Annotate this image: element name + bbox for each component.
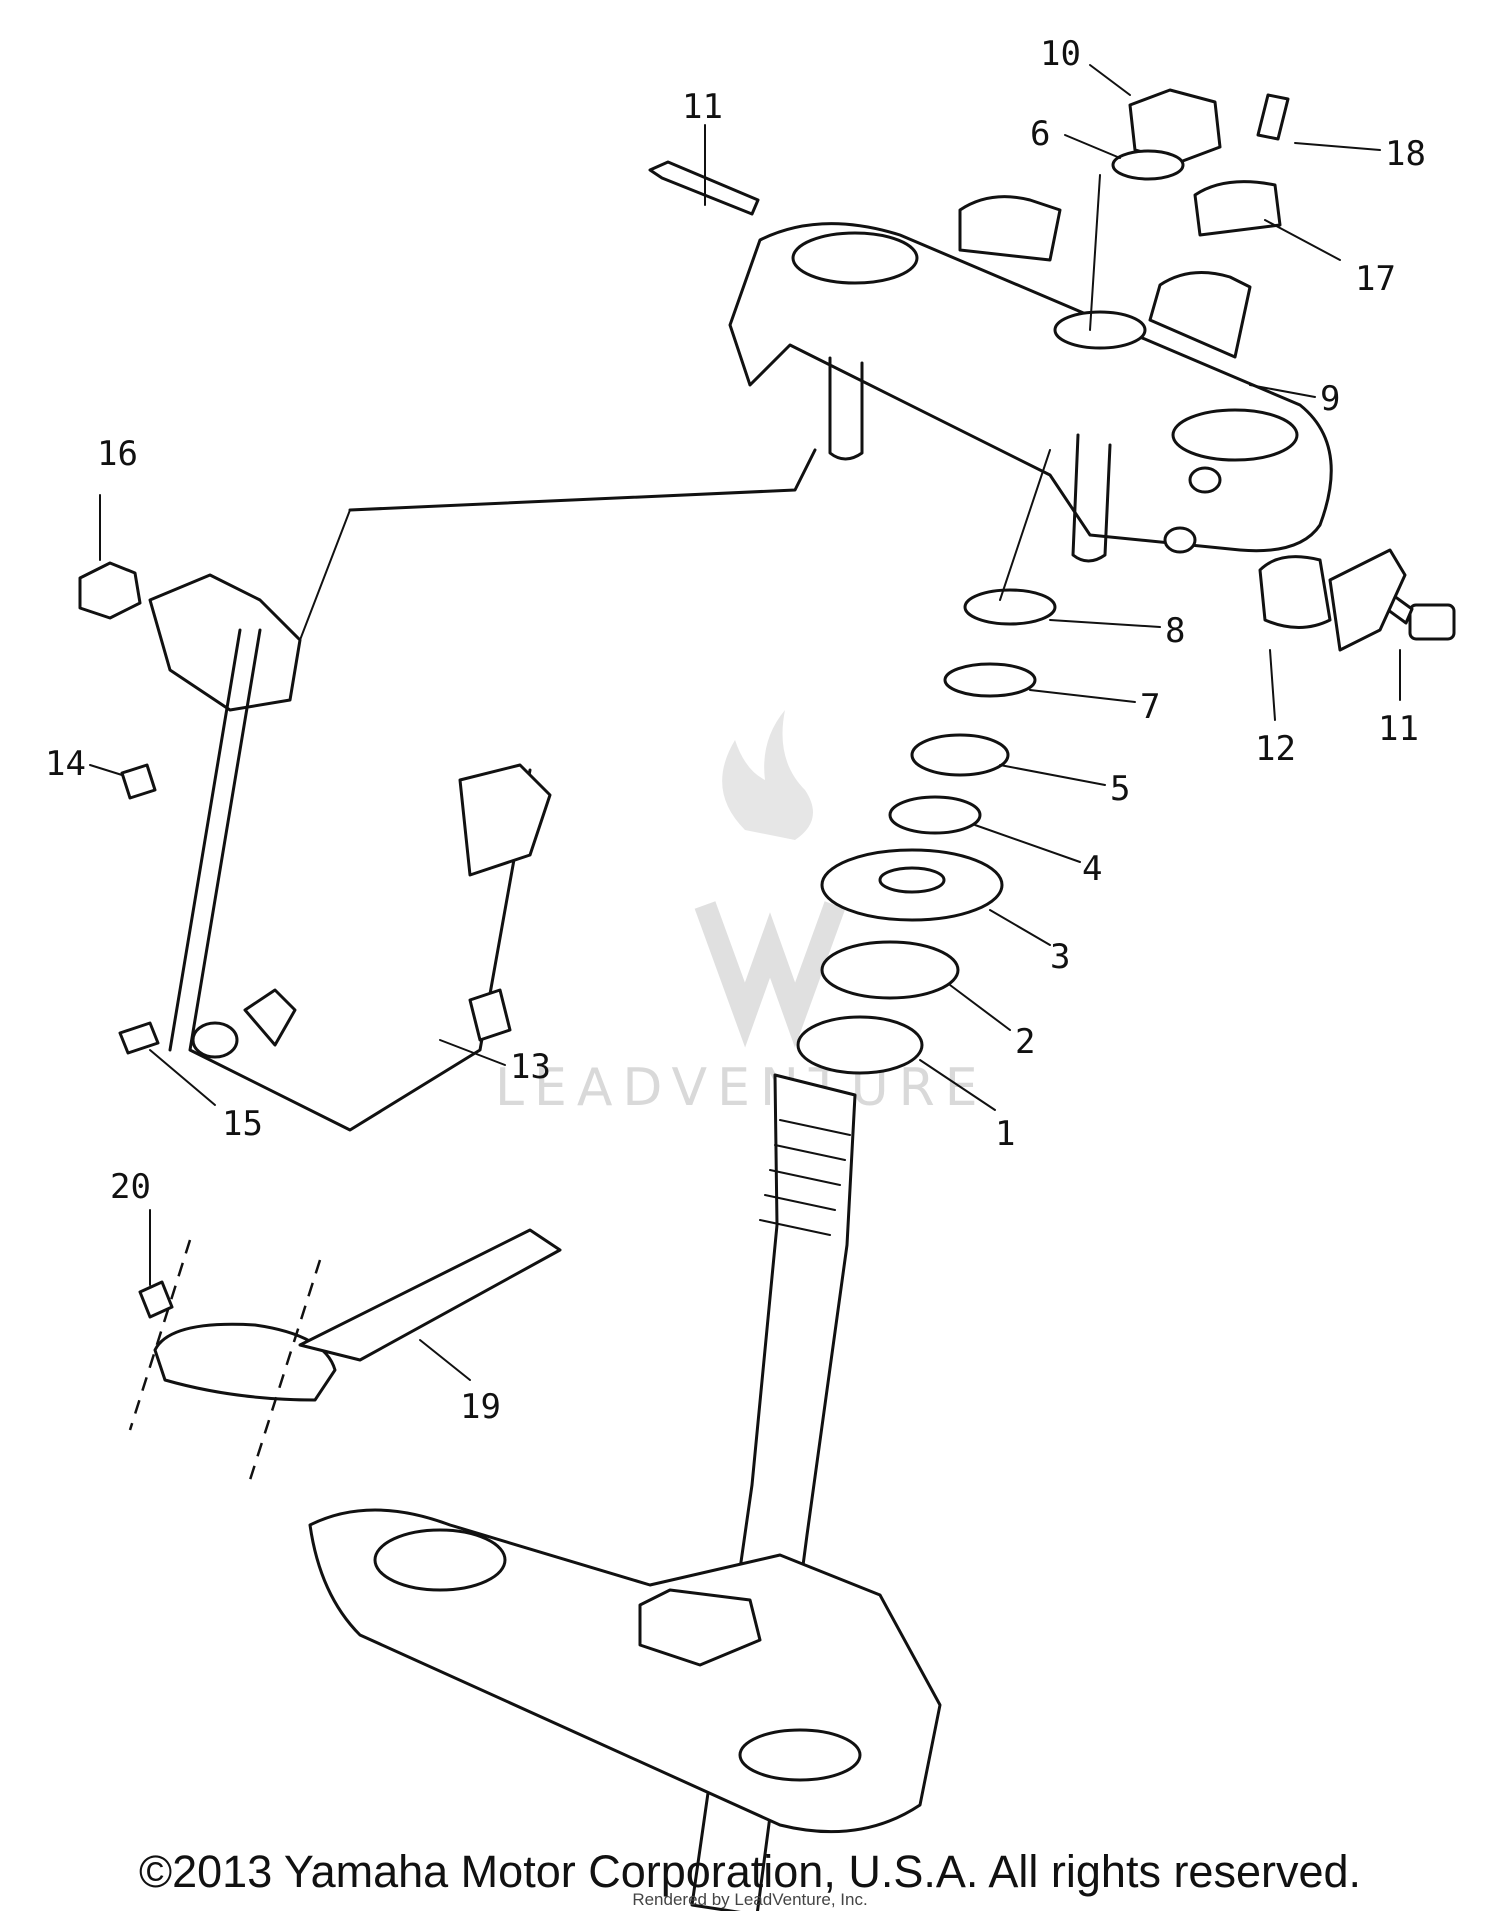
callout-6: 6 (1030, 114, 1050, 154)
callout-11-top: 11 (682, 87, 723, 127)
callout-5: 5 (1110, 769, 1130, 809)
callout-12: 12 (1255, 729, 1296, 769)
callout-20: 20 (110, 1167, 151, 1207)
grommet-part-16 (78, 561, 142, 620)
bracket-part-19 (128, 1228, 562, 1481)
washer-part-8 (963, 588, 1057, 626)
bolt-part-15 (118, 1021, 160, 1055)
callout-15: 15 (222, 1104, 263, 1144)
clamp-part-12 (1258, 555, 1332, 629)
nut-part-10 (1128, 88, 1222, 164)
bearing-part-1 (796, 1015, 924, 1075)
bearing-part-2 (820, 940, 960, 1000)
callout-11-right: 11 (1378, 709, 1419, 749)
seal-part-4 (888, 795, 982, 835)
callout-14: 14 (45, 744, 86, 784)
callout-1: 1 (995, 1114, 1015, 1154)
bolt-part-14 (120, 763, 157, 800)
callout-4: 4 (1082, 849, 1102, 889)
upper-bracket-part-9 (728, 195, 1333, 563)
callout-7: 7 (1140, 687, 1160, 727)
callout-3: 3 (1050, 937, 1070, 977)
callout-18: 18 (1385, 134, 1426, 174)
ring-nut-part-5 (910, 733, 1010, 777)
callout-10: 10 (1040, 34, 1081, 74)
copyright-notice: ©2013 Yamaha Motor Corporation, U.S.A. A… (138, 1846, 1362, 1897)
bolt-part-18 (1256, 93, 1290, 141)
callout-17: 17 (1355, 259, 1396, 299)
callout-16: 16 (97, 434, 138, 474)
lock-washer-part-7 (943, 662, 1037, 698)
bolt-part-20 (138, 1280, 174, 1319)
callout-8: 8 (1165, 611, 1185, 651)
callout-19: 19 (460, 1387, 501, 1427)
leader-lines (89, 64, 1401, 1381)
holder-part-17 (1193, 180, 1282, 237)
steering-stem-lower-bracket (308, 1073, 942, 1911)
callout-9: 9 (1320, 379, 1340, 419)
bolt-head-part-11-lower (1408, 603, 1456, 641)
rendered-by-credit: Rendered by LeadVenture, Inc. (632, 1890, 868, 1909)
callout-13: 13 (510, 1047, 551, 1087)
watermark-text: LEADVENTURE (495, 1058, 988, 1118)
washer-part-6 (1111, 149, 1185, 181)
callout-2: 2 (1015, 1022, 1035, 1062)
brace-part-13 (148, 448, 817, 1132)
